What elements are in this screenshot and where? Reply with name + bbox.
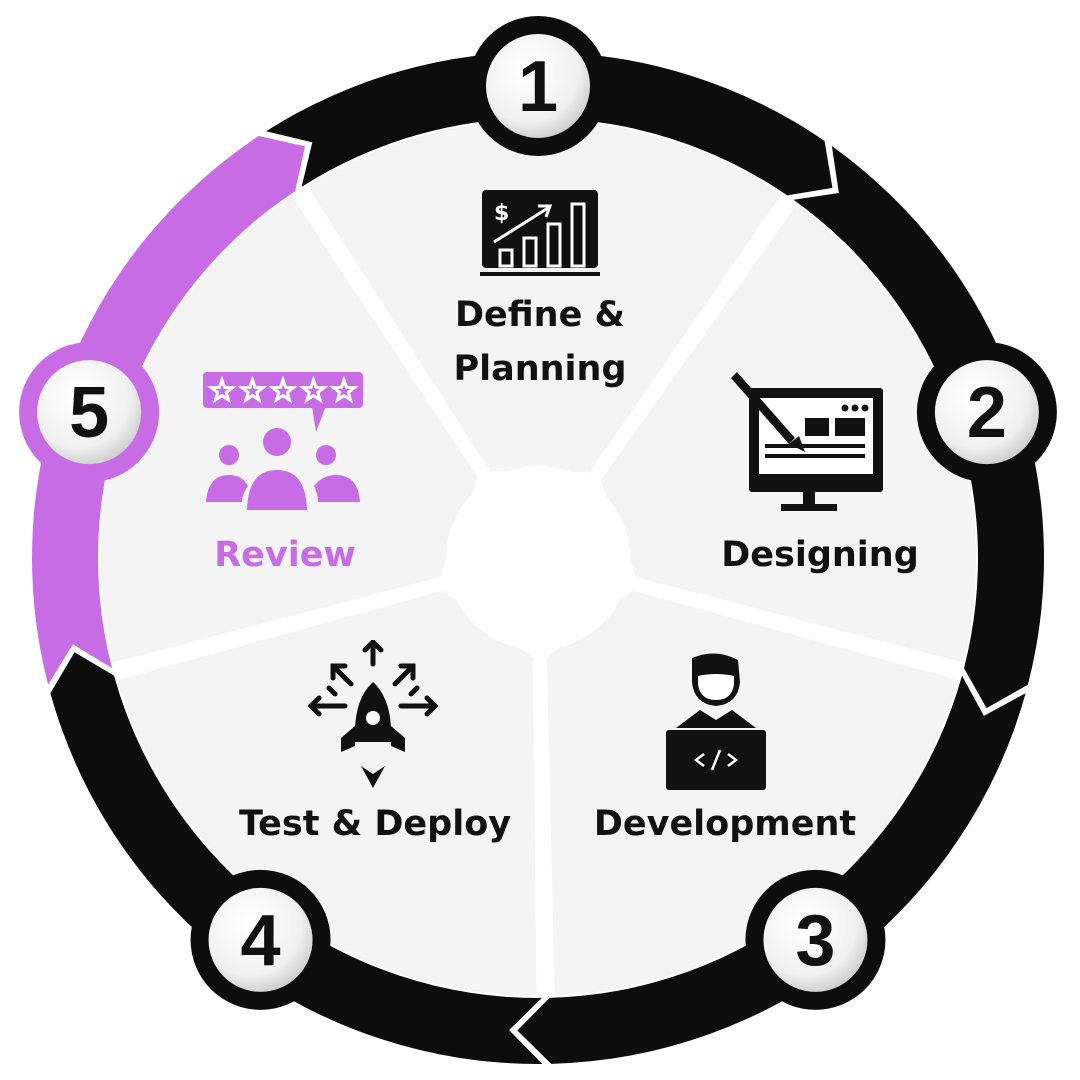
rating-review-icon (203, 372, 363, 510)
step-1-label-line1: Define & (454, 295, 626, 335)
step-5-number: 5 (69, 373, 109, 453)
step-1-number: 1 (518, 47, 558, 127)
star-icon (268, 375, 298, 404)
step-3-badge: 3 (745, 869, 886, 1010)
star-icon (329, 375, 359, 404)
developer-laptop-icon (666, 653, 766, 790)
step-3-number: 3 (795, 901, 835, 981)
step-1-label: Define & Planning (425, 288, 655, 397)
step-5-badge: 5 (19, 342, 160, 483)
segment-4 (117, 590, 537, 996)
step-2-label: Designing (721, 535, 919, 575)
star-icon (237, 375, 268, 404)
step-5-label: Review (214, 535, 356, 575)
step-4-number: 4 (241, 901, 281, 981)
star-icon (298, 375, 329, 404)
step-2-badge: 2 (916, 342, 1057, 483)
svg-text:$: $ (494, 201, 509, 226)
segment-1 (307, 120, 782, 473)
ring-arrow-2 (793, 146, 1044, 709)
step-1-badge: 1 (468, 16, 608, 156)
segment-3 (546, 590, 959, 996)
step-1-label-line2: Planning (453, 349, 627, 390)
center-hub (446, 466, 630, 650)
step-4-label: Test & Deploy (238, 804, 512, 844)
star-icon (207, 375, 237, 404)
step-4-badge: 4 (190, 869, 331, 1010)
step-3-label: Development (593, 804, 857, 844)
rocket-launch-icon (307, 640, 439, 788)
growth-chart-icon: $ (480, 190, 600, 276)
ring-arrow-1 (266, 51, 833, 196)
design-monitor-icon (731, 372, 883, 511)
segment-5 (100, 195, 478, 663)
step-2-number: 2 (967, 373, 1007, 453)
